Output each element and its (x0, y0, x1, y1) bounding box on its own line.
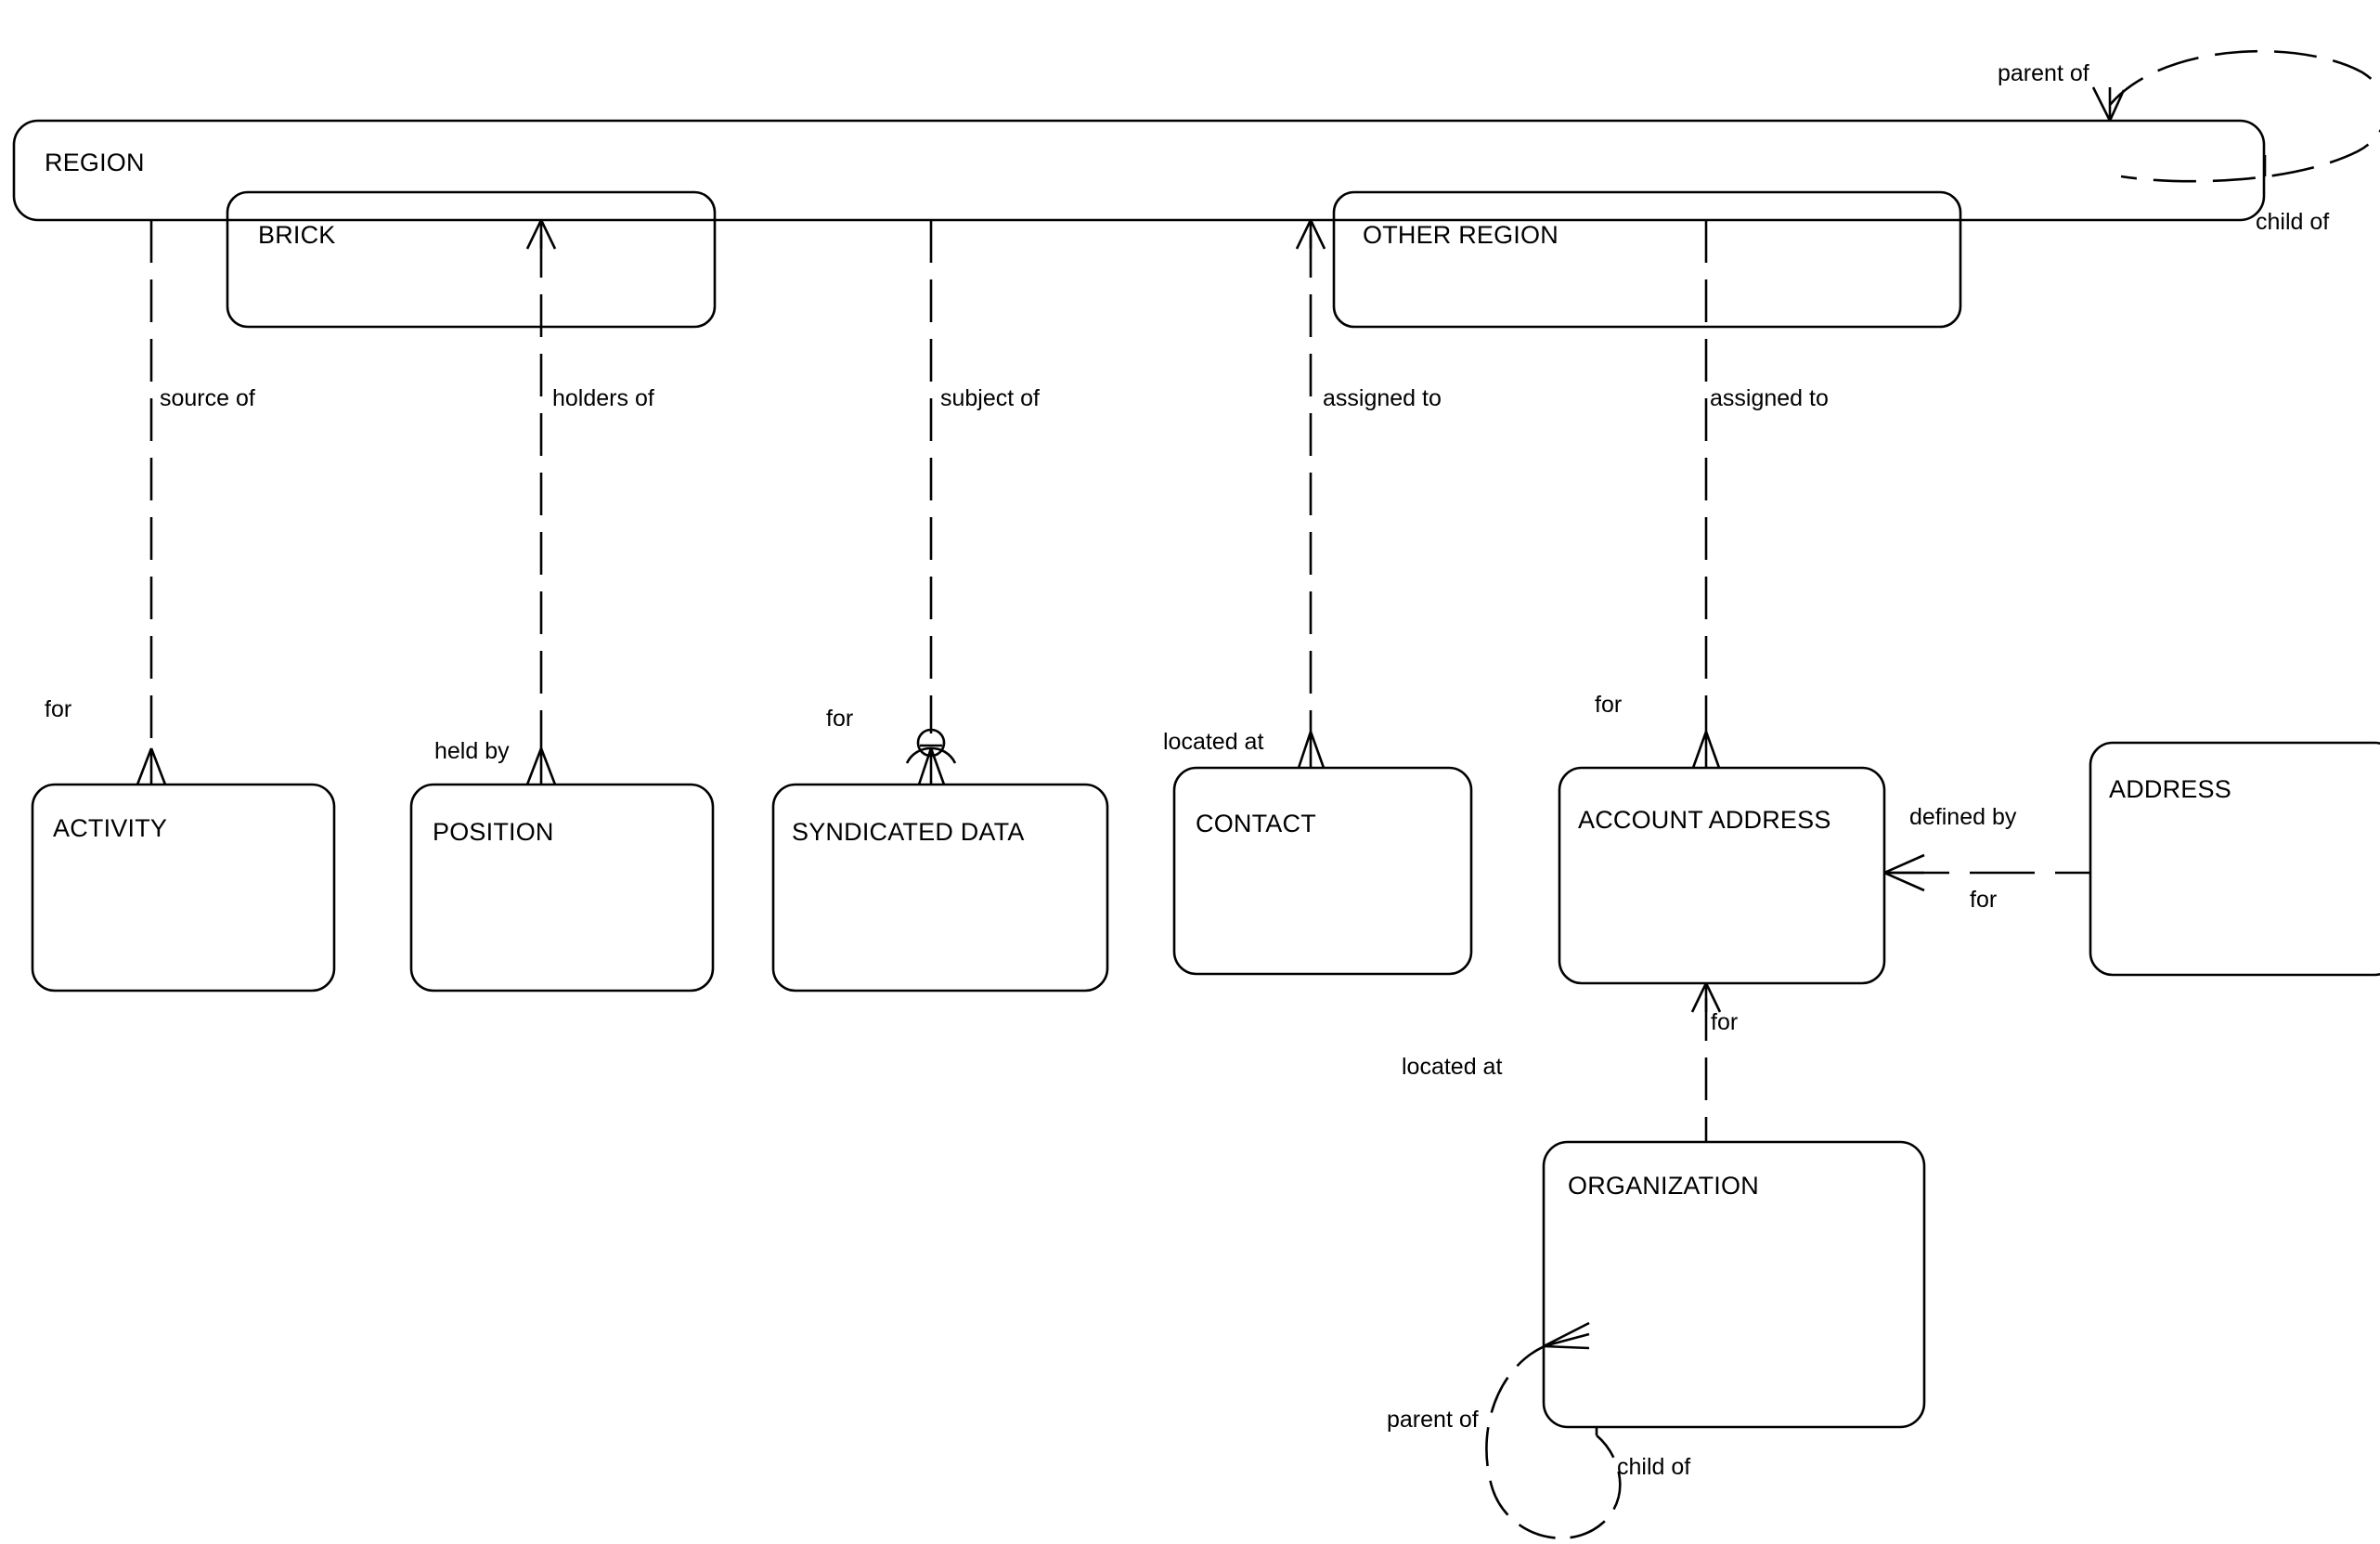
region-self-loop-line (2109, 49, 2380, 183)
activity-label: ACTIVITY (53, 814, 168, 842)
rel-label-activity-for: for (45, 696, 72, 722)
acctaddr-address-crowsfoot (1883, 853, 1925, 892)
rel-label-acctaddr-assigned-to: assigned to (1710, 385, 1829, 411)
rel-label-holders-of: holders of (552, 385, 654, 411)
rel-label-region-self-parent: parent of (1998, 60, 2089, 86)
syndicated-optional-circle (916, 728, 946, 758)
rel-label-defined-by: defined by (1909, 804, 2017, 830)
contact-crowsfoot (1297, 731, 1326, 769)
account-address-box-shape (1558, 766, 1886, 985)
syndicated-data-box-shape (771, 783, 1109, 993)
rel-label-org-self-parent: parent of (1387, 1407, 1479, 1433)
position-label: POSITION (433, 818, 554, 846)
rel-label-held-by: held by (434, 738, 510, 764)
region-box-shape (12, 119, 2266, 222)
rel-label-contact-assigned-to: assigned to (1323, 385, 1442, 411)
rel-label-contact-located-at: located at (1163, 729, 1264, 755)
position-crowsfoot (525, 747, 557, 785)
syndicated-data-label: SYNDICATED DATA (792, 818, 1025, 846)
other-region-label: OTHER REGION (1363, 221, 1559, 249)
rel-label-syndicated-for: for (826, 706, 854, 732)
brick-label: BRICK (258, 221, 336, 249)
org-self-loop-line (1485, 1343, 1622, 1539)
syndicated-crowsfoot (917, 747, 946, 785)
rel-label-org-for: for (1711, 1009, 1739, 1035)
contact-label: CONTACT (1196, 810, 1316, 837)
acctaddr-crowsfoot (1691, 731, 1721, 769)
account-address-label: ACCOUNT ADDRESS (1578, 806, 1831, 834)
address-label: ADDRESS (2109, 775, 2231, 803)
organization-label: ORGANIZATION (1568, 1172, 1759, 1200)
rel-label-org-located-at: located at (1402, 1054, 1503, 1080)
rel-label-region-self-child: child of (2256, 209, 2330, 235)
contact-box-shape (1172, 766, 1473, 976)
rel-label-org-self-child: child of (1617, 1454, 1691, 1480)
rel-label-subject-of: subject of (940, 385, 1041, 411)
region-self-parent-crowsfoot (2091, 86, 2126, 122)
org-self-parent-crowsfoot (1543, 1321, 1590, 1350)
region-label: REGION (45, 149, 145, 176)
region-contact-crowsfoot-top (1295, 219, 1326, 250)
brick-box-shape (226, 190, 717, 329)
region-position-crowsfoot-top (525, 219, 557, 250)
rel-label-acctaddr-for: for (1595, 692, 1623, 718)
rel-label-source-of: source of (160, 385, 255, 411)
rel-label-address-for: for (1970, 887, 1998, 913)
activity-crowsfoot (136, 747, 167, 785)
syndicated-optional-arcs (905, 746, 957, 764)
other-region-box-shape (1332, 190, 1962, 329)
position-box-shape (409, 783, 715, 993)
acctaddr-org-crowsfoot (1690, 982, 1722, 1013)
